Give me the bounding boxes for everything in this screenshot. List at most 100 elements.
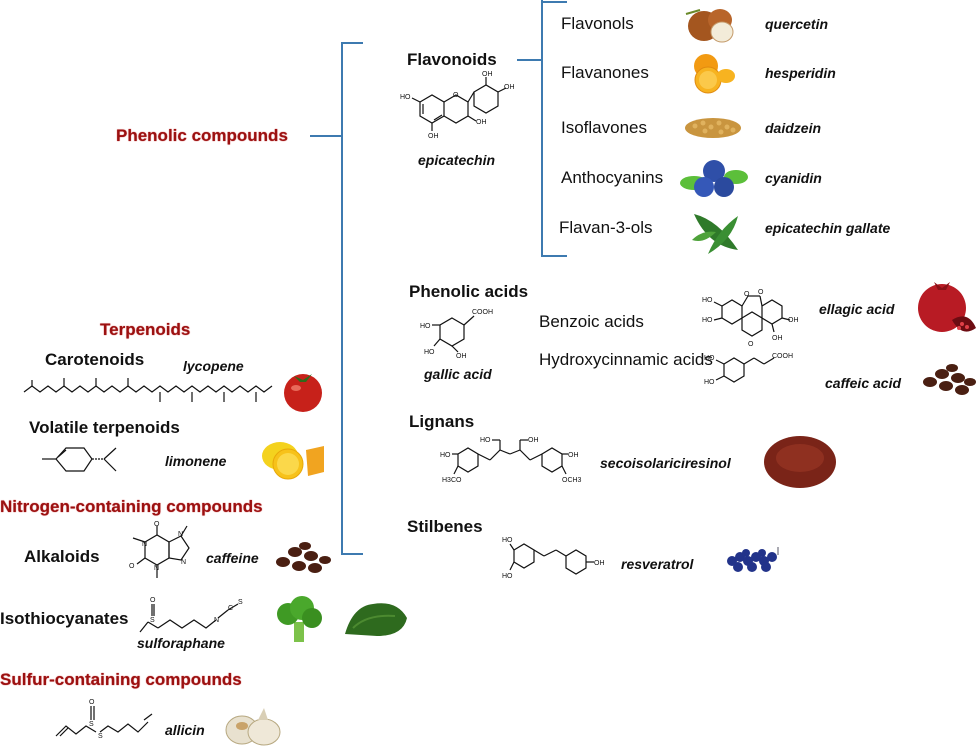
secoisolariciresinol-structure: HO OH HO H3CO OH OCH3 bbox=[440, 437, 582, 484]
svg-text:OH: OH bbox=[482, 71, 493, 78]
broccoli-icon bbox=[277, 596, 322, 642]
phenolic-bracket-tick bbox=[310, 135, 343, 137]
phenolic-bracket-bottom bbox=[341, 553, 363, 555]
category-phenolic-compounds: Phenolic compounds bbox=[116, 126, 288, 145]
svg-text:H3CO: H3CO bbox=[442, 477, 462, 484]
svg-text:O: O bbox=[154, 521, 160, 528]
svg-text:O: O bbox=[150, 597, 156, 604]
garlic-icon bbox=[225, 708, 281, 746]
svg-text:COOH: COOH bbox=[472, 309, 493, 316]
svg-text:OH: OH bbox=[528, 437, 539, 444]
subclass-anthocyanins: Anthocyanins bbox=[561, 168, 664, 187]
svg-text:HO: HO bbox=[424, 349, 435, 356]
svg-text:OH: OH bbox=[428, 133, 439, 140]
compound-caffeine: caffeine bbox=[206, 550, 259, 566]
flavonoids-bracket-tick bbox=[517, 59, 543, 61]
subclass-isoflavones: Isoflavones bbox=[561, 118, 647, 137]
compound-epicatechin-gallate: epicatechin gallate bbox=[765, 220, 891, 236]
kale-icon bbox=[345, 603, 407, 636]
phenolic-bracket-top bbox=[341, 42, 363, 44]
svg-text:OH: OH bbox=[594, 560, 605, 567]
allicin-structure: O SS bbox=[55, 699, 153, 740]
orange-icon bbox=[694, 54, 735, 94]
svg-text:OH: OH bbox=[568, 452, 579, 459]
category-nitrogen-containing: Nitrogen-containing compounds bbox=[0, 497, 263, 516]
subclass-flavonols: Flavonols bbox=[561, 14, 634, 33]
coffee-beans-icon bbox=[923, 364, 976, 395]
compound-epicatechin: epicatechin bbox=[418, 152, 496, 168]
svg-text:HO: HO bbox=[400, 94, 411, 101]
group-phenolic-acids: Phenolic acids bbox=[409, 282, 529, 301]
resveratrol-structure: HO HO OH bbox=[502, 537, 605, 580]
svg-text:S: S bbox=[238, 599, 243, 606]
category-terpenoids: Terpenoids bbox=[100, 320, 191, 339]
compound-hesperidin: hesperidin bbox=[765, 65, 836, 81]
flavonoids-bracket-bottom bbox=[541, 255, 567, 257]
compound-gallic-acid: gallic acid bbox=[424, 366, 492, 382]
phenolic-bracket-vertical bbox=[341, 42, 343, 555]
flavonoids-bracket-top bbox=[541, 1, 567, 3]
svg-text:OH: OH bbox=[476, 119, 487, 126]
compound-quercetin: quercetin bbox=[765, 16, 829, 32]
svg-text:O: O bbox=[89, 699, 95, 706]
svg-text:N: N bbox=[214, 617, 219, 624]
svg-text:HO: HO bbox=[702, 297, 713, 304]
svg-text:C: C bbox=[228, 605, 233, 612]
group-stilbenes: Stilbenes bbox=[407, 517, 483, 536]
compound-caffeic-acid: caffeic acid bbox=[825, 375, 902, 391]
svg-text:HO: HO bbox=[502, 573, 513, 580]
coffee-beans-icon-alkaloids bbox=[276, 542, 331, 573]
subclass-hydroxycinnamic-acids: Hydroxycinnamic acids bbox=[539, 350, 713, 369]
lemon-icon bbox=[262, 442, 324, 480]
svg-text:S: S bbox=[89, 721, 94, 728]
group-volatile-terpenoids: Volatile terpenoids bbox=[29, 418, 180, 437]
subclass-flavanones: Flavanones bbox=[561, 63, 649, 82]
svg-text:OH: OH bbox=[456, 353, 467, 360]
compound-resveratrol: resveratrol bbox=[621, 556, 694, 572]
svg-text:O: O bbox=[129, 563, 135, 570]
lycopene-structure bbox=[23, 378, 273, 402]
group-flavonoids: Flavonoids bbox=[407, 50, 497, 69]
svg-text:OCH3: OCH3 bbox=[562, 477, 582, 484]
svg-text:OH: OH bbox=[504, 84, 515, 91]
flavonoids-bracket-vertical bbox=[541, 0, 543, 257]
svg-text:HO: HO bbox=[704, 379, 715, 386]
svg-text:OH: OH bbox=[772, 335, 783, 342]
subclass-benzoic-acids: Benzoic acids bbox=[539, 312, 644, 331]
svg-text:HO: HO bbox=[502, 537, 513, 544]
compound-lycopene: lycopene bbox=[183, 358, 244, 374]
svg-text:O: O bbox=[748, 341, 754, 348]
category-sulfur-containing: Sulfur-containing compounds bbox=[0, 670, 242, 689]
svg-text:N: N bbox=[142, 541, 147, 548]
compound-cyanidin: cyanidin bbox=[765, 170, 822, 186]
svg-text:HO: HO bbox=[440, 452, 451, 459]
svg-text:HO: HO bbox=[480, 437, 491, 444]
blueberries-icon bbox=[680, 160, 748, 197]
group-alkaloids: Alkaloids bbox=[24, 547, 100, 566]
group-carotenoids: Carotenoids bbox=[45, 350, 145, 369]
flaxseed-icon bbox=[764, 436, 836, 488]
onion-icon bbox=[685, 9, 734, 43]
svg-text:HO: HO bbox=[420, 323, 431, 330]
gallic-acid-structure: COOH HO HO OH bbox=[420, 309, 493, 360]
compound-daidzein: daidzein bbox=[765, 120, 822, 136]
compound-sulforaphane: sulforaphane bbox=[137, 635, 225, 651]
svg-text:O: O bbox=[758, 289, 764, 296]
tea-leaves-icon bbox=[692, 214, 738, 254]
svg-text:HO: HO bbox=[702, 317, 713, 324]
svg-text:N: N bbox=[178, 531, 183, 538]
svg-text:S: S bbox=[150, 617, 155, 624]
svg-text:O: O bbox=[744, 291, 750, 298]
svg-text:OH: OH bbox=[788, 317, 799, 324]
compound-ellagic-acid: ellagic acid bbox=[819, 301, 895, 317]
svg-text:COOH: COOH bbox=[772, 353, 793, 360]
compound-secoisolariciresinol: secoisolariciresinol bbox=[600, 455, 731, 471]
pomegranate-icon bbox=[918, 282, 976, 332]
svg-text:S: S bbox=[98, 733, 103, 740]
grapes-icon bbox=[727, 547, 779, 572]
compound-limonene: limonene bbox=[165, 453, 227, 469]
